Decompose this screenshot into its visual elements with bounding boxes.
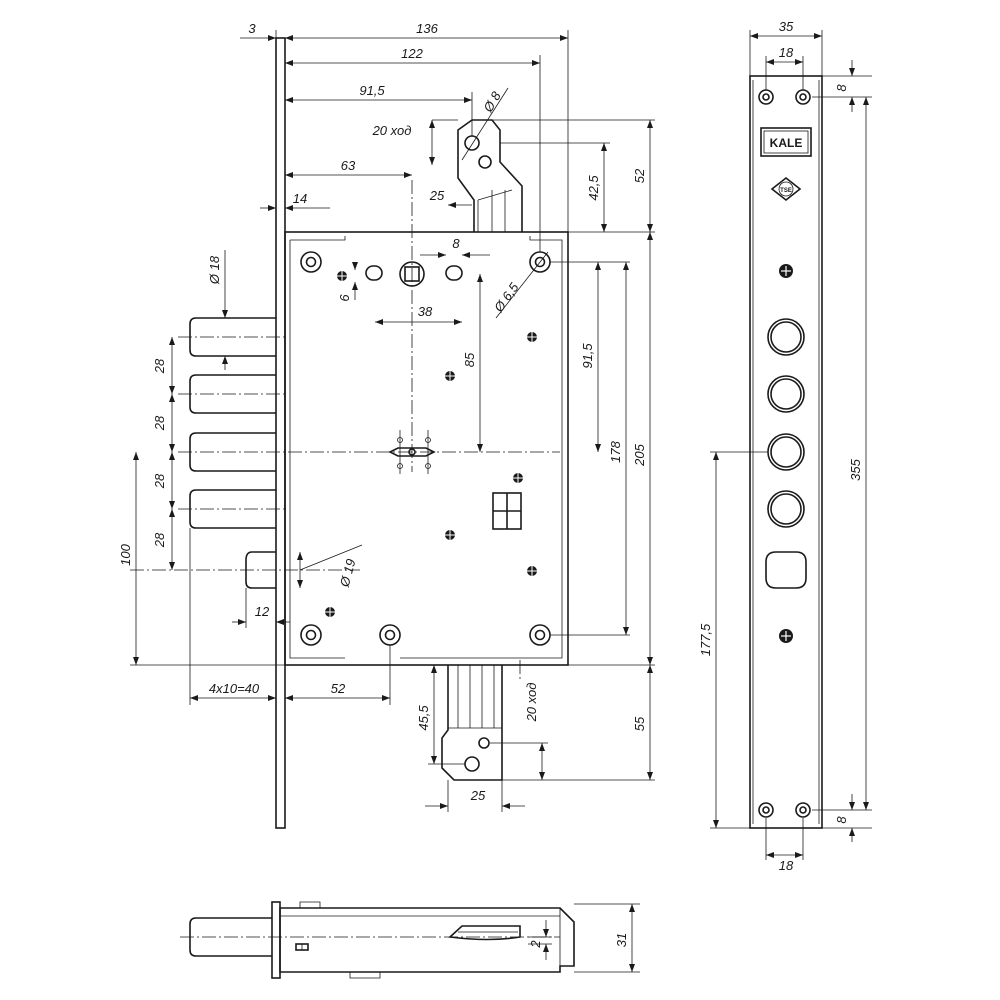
dim-dia-18: Ø 18 xyxy=(207,255,222,285)
dim-bottom-52: 52 xyxy=(331,681,346,696)
switch-block xyxy=(492,492,522,530)
dim-bottom-45-5: 45,5 xyxy=(416,705,431,731)
dim-top-3: 3 xyxy=(248,21,256,36)
latch-bolt xyxy=(245,551,276,589)
side-view: 31 2 xyxy=(180,901,640,979)
dim-side-2: 2 xyxy=(528,940,543,949)
dim-top-122: 122 xyxy=(401,46,423,61)
dim-face-355: 355 xyxy=(848,458,863,480)
dim-face-35: 35 xyxy=(779,19,794,34)
dim-top-52: 52 xyxy=(632,168,647,183)
dim-dia-8: Ø 8 xyxy=(480,88,504,115)
dim-dia-6-5: Ø 6,5 xyxy=(490,279,522,315)
dim-face-18-top: 18 xyxy=(779,45,794,60)
forend-plate xyxy=(275,37,286,829)
dim-side-31: 31 xyxy=(614,933,629,947)
bottom-auxiliary-bolt xyxy=(441,665,503,781)
dim-left-28-b: 28 xyxy=(152,415,167,431)
side-cam xyxy=(448,925,521,941)
spindle-square xyxy=(365,261,463,287)
dim-right-205: 205 xyxy=(632,443,647,466)
dim-dia-19: Ø 19 xyxy=(337,557,359,589)
tse-badge: TSE xyxy=(770,176,802,202)
faceplate-bolt-holes xyxy=(767,318,805,528)
dim-top-63: 63 xyxy=(341,158,356,173)
dim-left-28-d: 28 xyxy=(152,532,167,548)
dim-top-136: 136 xyxy=(416,21,438,36)
kale-logo-text: KALE xyxy=(770,136,803,150)
dim-left-12: 12 xyxy=(255,604,270,619)
dim-face-18-bottom: 18 xyxy=(779,858,794,873)
dim-stroke-20-bottom: 20 ход xyxy=(524,683,539,723)
kale-logo: KALE xyxy=(760,127,812,157)
dim-right-178: 178 xyxy=(608,440,623,462)
dim-top-8: 8 xyxy=(452,236,460,251)
dim-right-91-5: 91,5 xyxy=(580,343,595,369)
dim-bottom-55: 55 xyxy=(632,716,647,731)
front-dimension-lines xyxy=(130,30,655,812)
side-case xyxy=(279,907,575,973)
faceplate-latch-hole xyxy=(765,551,807,589)
dim-top-91-5: 91,5 xyxy=(359,83,385,98)
dim-top-14: 14 xyxy=(293,191,307,206)
tse-badge-text: TSE xyxy=(780,188,792,194)
dim-face-177-5: 177,5 xyxy=(698,623,713,656)
dim-top-25: 25 xyxy=(429,188,445,203)
dim-face-8-top: 8 xyxy=(834,84,849,92)
front-view: 3 136 122 91,5 Ø 8 20 ход 63 25 42,5 52 … xyxy=(118,21,655,829)
rivets xyxy=(325,271,537,617)
dim-stroke-20-top: 20 ход xyxy=(372,123,412,138)
faceplate-screw-top xyxy=(779,264,793,278)
top-auxiliary-bolt xyxy=(457,119,523,232)
faceplate-screw-bottom xyxy=(779,629,793,643)
dim-top-38: 38 xyxy=(418,304,433,319)
lock-case xyxy=(284,231,569,666)
dim-left-28-a: 28 xyxy=(152,358,167,374)
dim-bottom-25: 25 xyxy=(470,788,486,803)
dim-left-100: 100 xyxy=(118,543,133,565)
cylinder-cam xyxy=(388,430,436,474)
dim-top-42-5: 42,5 xyxy=(586,175,601,201)
dim-mid-85: 85 xyxy=(462,352,477,367)
faceplate-view: KALE TSE xyxy=(698,19,872,873)
side-forend xyxy=(271,901,281,979)
dim-face-8-bottom: 8 xyxy=(834,816,849,824)
dim-top-6: 6 xyxy=(337,294,352,302)
dim-bottom-4x10: 4x10=40 xyxy=(209,681,260,696)
main-bolts xyxy=(189,317,276,589)
dim-left-28-c: 28 xyxy=(152,473,167,489)
case-inner-outline xyxy=(289,236,563,659)
